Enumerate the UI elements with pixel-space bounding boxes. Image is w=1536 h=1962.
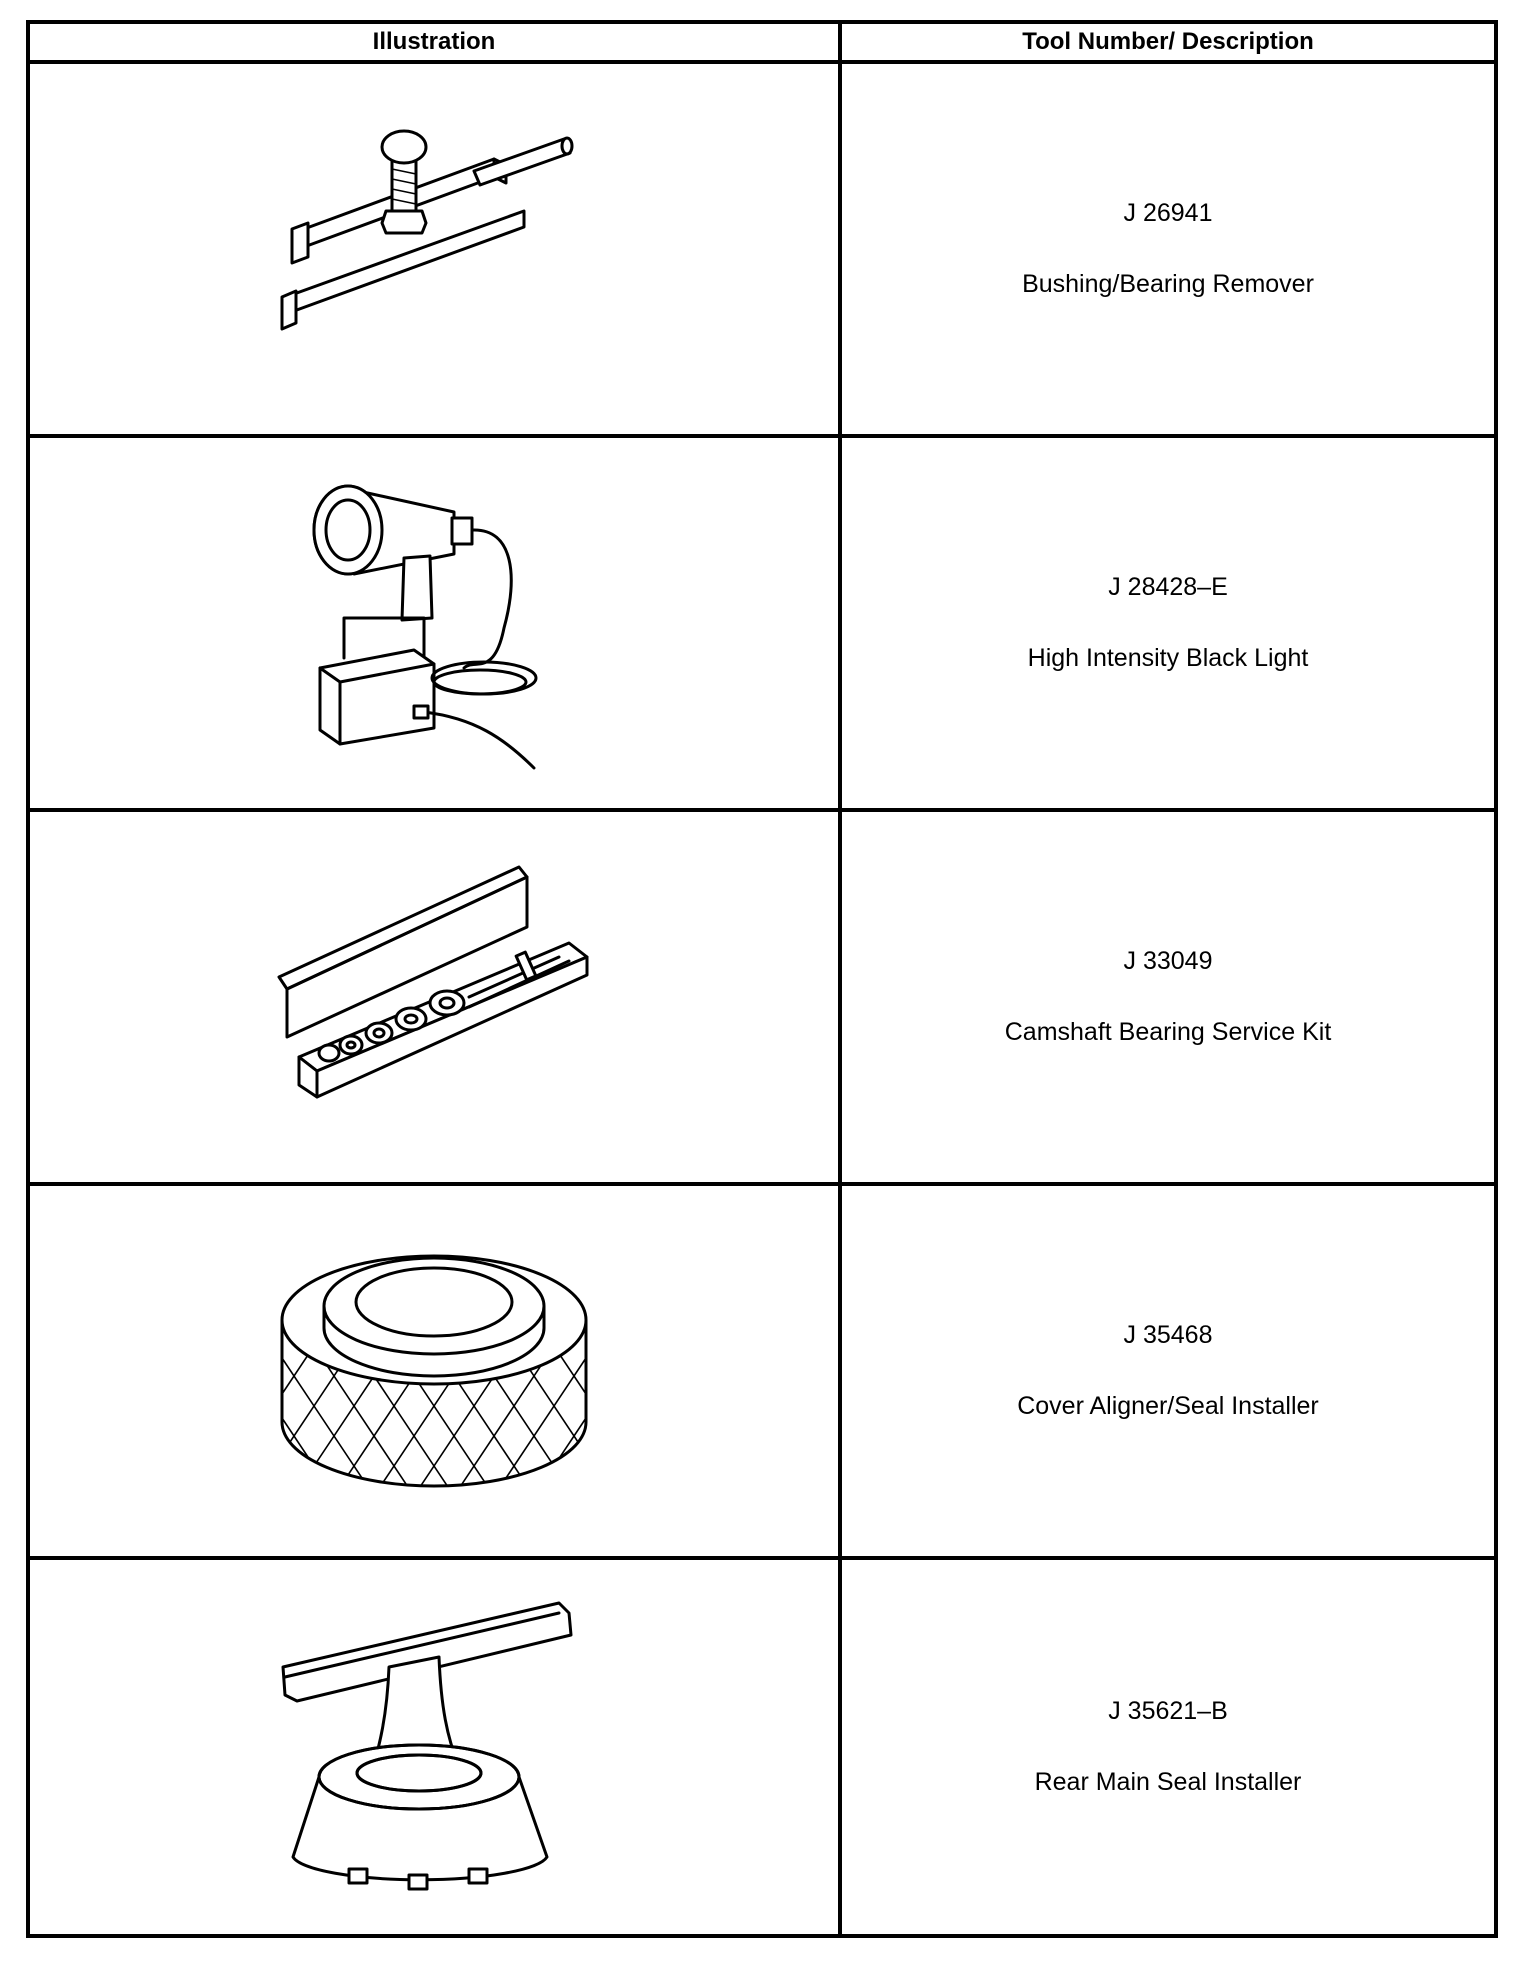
rear-main-seal-installer-illustration	[281, 1601, 573, 1891]
description-cell: J 35621–B Rear Main Seal Installer	[842, 1560, 1494, 1934]
tool-description: High Intensity Black Light	[1027, 644, 1309, 672]
illustration-cell	[30, 1560, 842, 1934]
black-light-illustration	[312, 484, 538, 770]
tool-description: Rear Main Seal Installer	[1034, 1768, 1302, 1796]
tool-description: Camshaft Bearing Service Kit	[1004, 1018, 1332, 1046]
illustration-cell	[30, 1186, 842, 1560]
illustration-cell	[30, 438, 842, 812]
tool-number: J 26941	[1123, 199, 1213, 227]
header-illustration: Illustration	[30, 24, 842, 64]
tool-table: Illustration Tool Number/ Description	[26, 20, 1498, 1938]
illustration-cell	[30, 812, 842, 1186]
header-tool-description: Tool Number/ Description	[842, 24, 1494, 64]
camshaft-kit-illustration	[277, 865, 589, 1099]
description-cell: J 33049 Camshaft Bearing Service Kit	[842, 812, 1494, 1186]
tool-description: Cover Aligner/Seal Installer	[1017, 1392, 1319, 1420]
tool-number: J 28428–E	[1108, 573, 1228, 601]
tool-number: J 33049	[1123, 947, 1213, 975]
illustration-cell	[30, 64, 842, 438]
description-cell: J 28428–E High Intensity Black Light	[842, 438, 1494, 812]
tool-number: J 35468	[1123, 1321, 1213, 1349]
bushing-bearing-remover-illustration	[280, 129, 574, 331]
tool-description: Bushing/Bearing Remover	[1022, 270, 1314, 298]
description-cell: J 26941 Bushing/Bearing Remover	[842, 64, 1494, 438]
seal-installer-illustration	[280, 1254, 588, 1488]
tool-number: J 35621–B	[1108, 1697, 1228, 1725]
description-cell: J 35468 Cover Aligner/Seal Installer	[842, 1186, 1494, 1560]
